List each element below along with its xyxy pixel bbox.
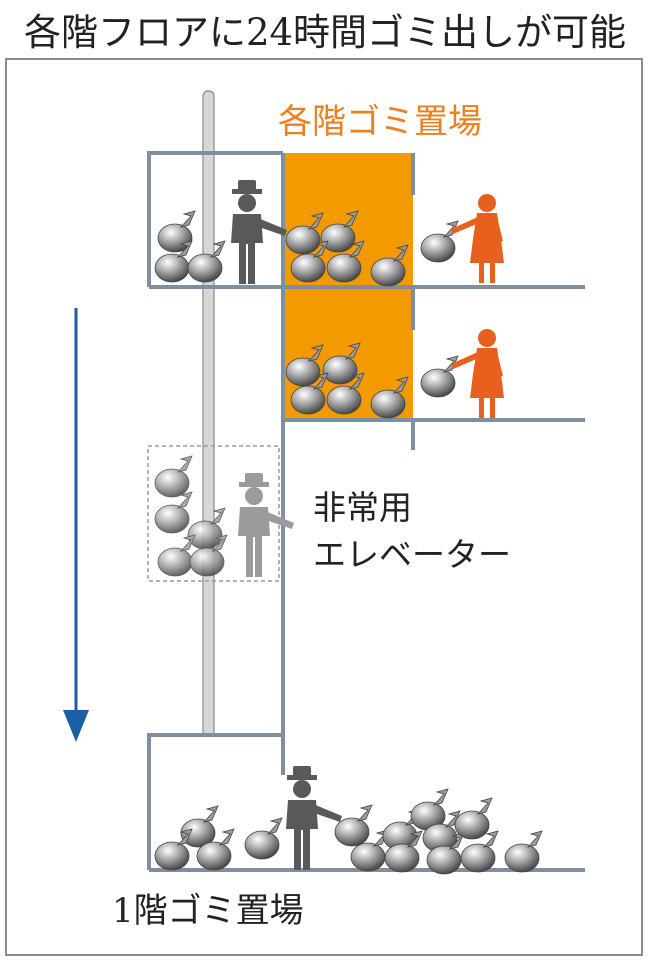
worker-icon xyxy=(231,180,287,284)
chute-pipe xyxy=(202,90,215,737)
emergency-elevator-label-line2: エレベーター xyxy=(313,535,511,574)
emergency-elevator-car xyxy=(147,445,280,582)
ground-garbage-room-label: 1階ゴミ置場 xyxy=(112,891,304,931)
worker-icon xyxy=(238,473,294,577)
garbage-bag-icon xyxy=(334,788,543,875)
garbage-bag-icon xyxy=(154,455,228,577)
down-arrow-icon xyxy=(63,308,89,742)
page-title: 各階フロアに24時間ゴミ出しが可能 xyxy=(23,11,627,54)
emergency-elevator-label-line1: 非常用 xyxy=(313,488,412,527)
worker-icon xyxy=(286,766,342,870)
resident-icon xyxy=(451,194,504,283)
diagram-frame xyxy=(5,58,643,956)
resident-icon xyxy=(451,329,504,418)
floor-garbage-room-label: 各階ゴミ置場 xyxy=(278,102,482,142)
garbage-bag-icon xyxy=(154,805,283,871)
